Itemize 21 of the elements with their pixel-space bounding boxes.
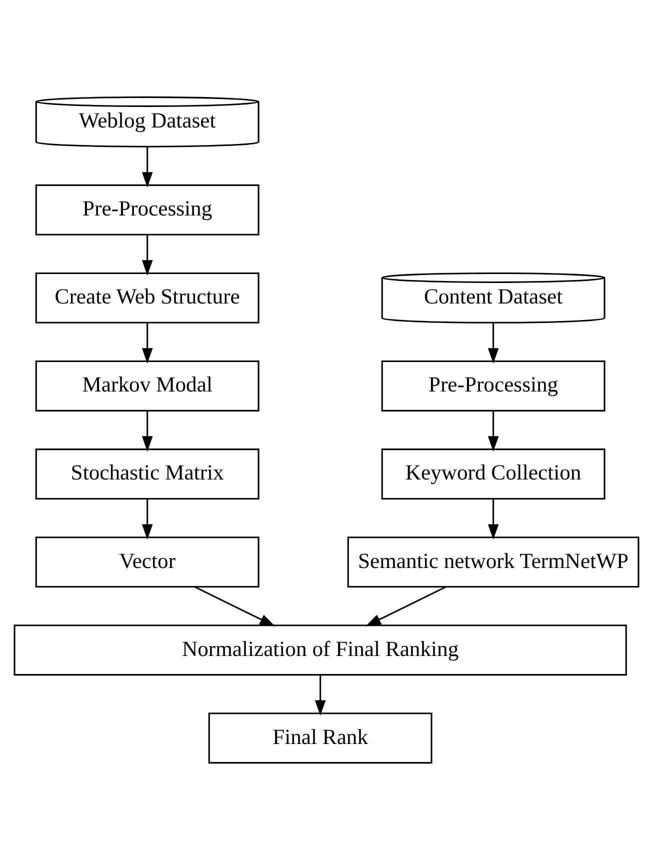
node-box: Final Rank: [208, 712, 432, 764]
arrow: [142, 410, 153, 452]
arrow: [488, 322, 499, 364]
arrow: [142, 322, 153, 364]
arrow: [488, 410, 499, 452]
node-box: Pre-Processing: [381, 360, 606, 412]
arrow: [365, 586, 446, 626]
node-box: Pre-Processing: [35, 184, 260, 236]
node-box: Semantic network TermNetWP: [347, 536, 640, 588]
node-box: Vector: [35, 536, 260, 588]
arrow: [142, 146, 153, 188]
node-box: Create Web Structure: [35, 272, 260, 324]
arrow: [194, 586, 276, 626]
node-box: Stochastic Matrix: [35, 448, 260, 500]
arrow: [142, 498, 153, 540]
arrow: [142, 234, 153, 276]
arrow: [488, 498, 499, 540]
arrow: [314, 674, 326, 716]
node-box: Markov Modal: [35, 360, 260, 412]
node-box: Normalization of Final Ranking: [14, 624, 627, 676]
node-box: Keyword Collection: [381, 448, 606, 500]
